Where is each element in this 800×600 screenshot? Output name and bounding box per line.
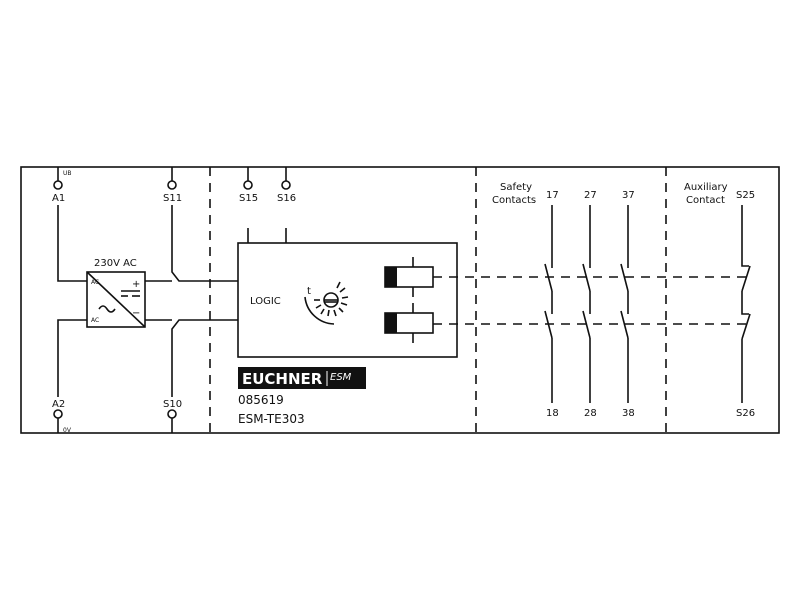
svg-text:+: + (132, 279, 140, 290)
model-number: ESM-TE303 (238, 412, 305, 426)
power-supply: 230V AC AC AC + − (86, 258, 146, 328)
svg-text:S16: S16 (277, 193, 296, 204)
svg-text:S10: S10 (163, 399, 182, 410)
svg-text:A1: A1 (52, 193, 65, 204)
contact-top-label: 27 (584, 190, 597, 201)
svg-text:A2: A2 (52, 399, 65, 410)
svg-text:0V: 0V (63, 427, 72, 434)
safety-contact-3: 37 38 (620, 190, 635, 419)
contact-bottom-label: 38 (622, 408, 635, 419)
svg-text:LOGIC: LOGIC (250, 296, 281, 307)
svg-text:S25: S25 (736, 190, 755, 201)
safety-heading-2: Contacts (492, 195, 536, 206)
euchner-logo: EUCHNER ESM (238, 367, 366, 389)
auxiliary-heading-2: Contact (686, 195, 725, 206)
auxiliary-contact: S25 S26 (736, 190, 755, 419)
svg-text:AC: AC (91, 279, 99, 286)
order-number: 085619 (238, 393, 284, 407)
svg-text:ESM: ESM (330, 372, 352, 383)
contact-bottom-label: 18 (546, 408, 559, 419)
svg-text:230V AC: 230V AC (94, 258, 137, 269)
safety-heading: Safety (500, 182, 532, 193)
svg-text:S11: S11 (163, 193, 182, 204)
terminal-a2: A2 0V (52, 319, 87, 434)
timer-dial-icon: t (304, 281, 349, 325)
contact-bottom-label: 28 (584, 408, 597, 419)
contact-top-label: 37 (622, 190, 635, 201)
relay-coil-2 (384, 303, 434, 343)
terminal-a1: UB A1 (52, 167, 87, 282)
contact-top-label: 17 (546, 190, 559, 201)
svg-text:S15: S15 (239, 193, 258, 204)
terminal-s16: S16 (277, 167, 296, 243)
logic-module: LOGIC (237, 242, 458, 358)
terminal-s11: S11 (145, 167, 238, 282)
terminal-s10: S10 (145, 319, 238, 433)
auxiliary-heading: Auxiliary (684, 182, 728, 193)
safety-contact-2: 27 28 (582, 190, 597, 419)
svg-text:t: t (307, 286, 311, 297)
svg-text:S26: S26 (736, 408, 755, 419)
relay-coil-1 (384, 257, 434, 297)
terminal-s15: S15 (239, 167, 258, 243)
svg-text:−: − (132, 308, 140, 319)
svg-text:AC: AC (91, 317, 99, 324)
diagram-frame (20, 166, 780, 434)
svg-text:UB: UB (63, 170, 72, 177)
svg-text:EUCHNER: EUCHNER (242, 370, 323, 388)
